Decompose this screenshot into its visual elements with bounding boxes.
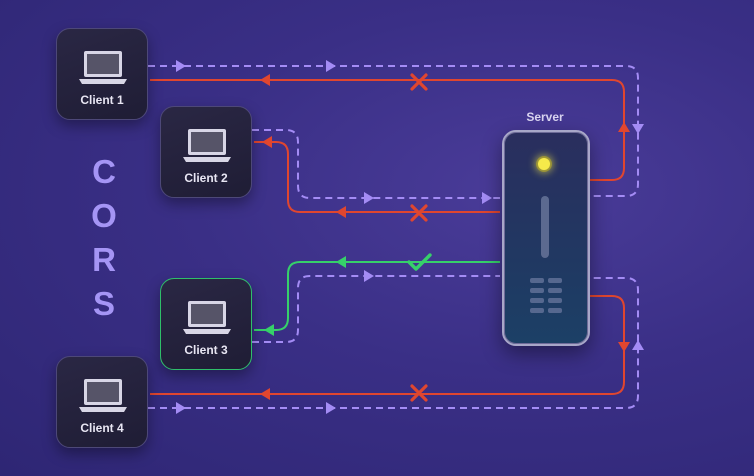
- cors-title: C O R S: [86, 150, 122, 326]
- response-arrow: [618, 342, 630, 352]
- client-1-request-path: [148, 65, 639, 197]
- request-arrow: [632, 340, 644, 350]
- x-mark-icon: [410, 204, 428, 222]
- request-arrow: [326, 402, 336, 414]
- server-label: Server: [526, 110, 564, 124]
- client-label: Client 3: [184, 343, 228, 357]
- client-label: Client 2: [184, 171, 228, 185]
- client-label: Client 1: [80, 93, 124, 107]
- laptop-icon: [183, 129, 231, 162]
- response-arrow: [336, 256, 346, 268]
- request-arrow: [482, 192, 492, 204]
- client-3-card: Client 3: [160, 278, 252, 370]
- check-mark-icon: [407, 253, 432, 271]
- server-icon: [502, 130, 590, 346]
- response-arrow: [618, 122, 630, 132]
- x-mark-icon: [410, 73, 428, 91]
- client-2-card: Client 2: [160, 106, 252, 198]
- response-arrow: [262, 136, 272, 148]
- client-1-card: Client 1: [56, 28, 148, 120]
- laptop-icon: [183, 301, 231, 334]
- client-2-request-path: [252, 129, 500, 199]
- response-arrow: [264, 324, 274, 336]
- cors-letter: C: [92, 153, 116, 190]
- status-led: [538, 158, 550, 170]
- x-mark-icon: [410, 384, 428, 402]
- client-label: Client 4: [80, 421, 124, 435]
- cors-letter: O: [91, 197, 117, 234]
- request-arrow: [632, 124, 644, 134]
- request-arrow: [176, 60, 186, 72]
- client-2-response-path: [254, 141, 500, 213]
- client-3-response-path: [254, 261, 500, 331]
- cors-letter: S: [92, 285, 115, 322]
- response-arrow: [336, 206, 346, 218]
- request-arrow: [176, 402, 186, 414]
- client-4-request-path: [148, 277, 639, 409]
- response-arrow: [260, 74, 270, 86]
- request-arrow: [326, 60, 336, 72]
- drive-slot: [541, 196, 549, 258]
- request-arrow: [364, 270, 374, 282]
- request-arrow: [364, 192, 374, 204]
- response-arrow: [260, 388, 270, 400]
- laptop-icon: [79, 51, 127, 84]
- client-4-card: Client 4: [56, 356, 148, 448]
- client-3-request-path: [252, 275, 500, 343]
- cors-letter: R: [92, 241, 116, 278]
- laptop-icon: [79, 379, 127, 412]
